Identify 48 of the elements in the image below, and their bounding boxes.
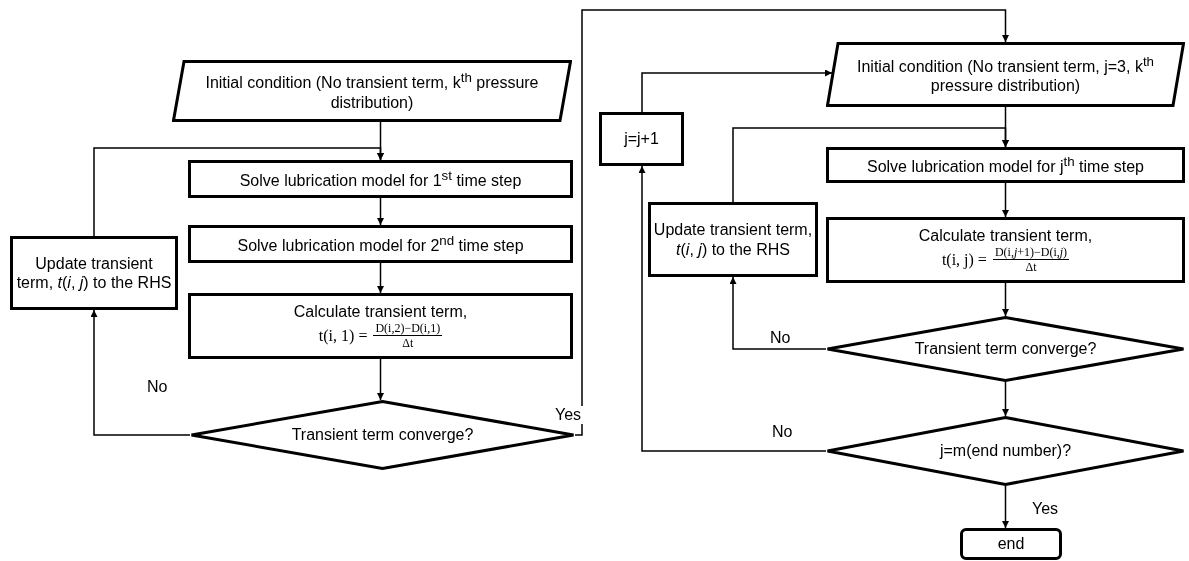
denominator-text: Δt [1025, 260, 1037, 275]
box-text: Initial condition (No transient term, k$^{th}$ pressure distribution) [204, 70, 540, 112]
box-text: Calculate transient term, [918, 225, 1093, 245]
box-text: Solve lubrication model for j$^{th}$ time step [867, 153, 1144, 177]
process-box [826, 147, 1185, 183]
terminal-box [960, 528, 1062, 560]
arrow [732, 127, 1009, 203]
process-box [188, 293, 573, 359]
box-text: Transient term converge? [914, 339, 1097, 359]
process-box [599, 112, 684, 166]
arrow [1002, 381, 1009, 417]
box-text: end [997, 534, 1025, 554]
arrow [377, 262, 384, 294]
formula-text: t(i, 1) = [318, 326, 368, 346]
process-box [10, 236, 178, 310]
arrow [729, 276, 827, 350]
arrow [641, 69, 833, 113]
box-text: j=m(end number)? [939, 441, 1072, 461]
arrow [574, 9, 1009, 436]
process-box [826, 217, 1185, 283]
box-text: Calculate transient term, [293, 301, 468, 321]
arrow [1002, 485, 1009, 529]
arrow [377, 358, 384, 401]
decision-diamond [826, 316, 1185, 382]
box-text: Update transient term, t(i, j) to the RHS [15, 253, 173, 293]
edge-label: Yes [553, 406, 584, 424]
input-parallelogram [826, 42, 1185, 107]
denominator-text: Δt [402, 336, 414, 351]
box-text: Solve lubrication model for 1$^{st}$ time step [239, 167, 522, 191]
numerator-text: D(i,j+1)−D(i,j) [992, 244, 1070, 261]
arrow [93, 147, 384, 237]
decision-diamond [826, 416, 1185, 486]
box-text: Initial condition (No transient term, j=3, k$^{th}$ pressure distribution) [856, 53, 1155, 96]
process-box [188, 225, 573, 263]
arrow [377, 197, 384, 226]
formula-text: t(i, j) = [941, 250, 987, 270]
box-text: Solve lubrication model for 2$^{nd}$ time step [237, 232, 524, 256]
arrow [1002, 282, 1009, 317]
arrow [1002, 182, 1009, 218]
process-box [188, 160, 573, 198]
box-text: Transient term converge? [291, 425, 474, 445]
box-text: j=j+1 [624, 129, 659, 149]
box-text: Update transient term, t(i, j) to the RHS [653, 220, 813, 259]
input-parallelogram [172, 60, 572, 122]
arrow [90, 309, 191, 436]
numerator-text: D(i,2)−D(i,1) [373, 320, 443, 337]
arrow [638, 165, 827, 452]
process-box [648, 202, 818, 277]
